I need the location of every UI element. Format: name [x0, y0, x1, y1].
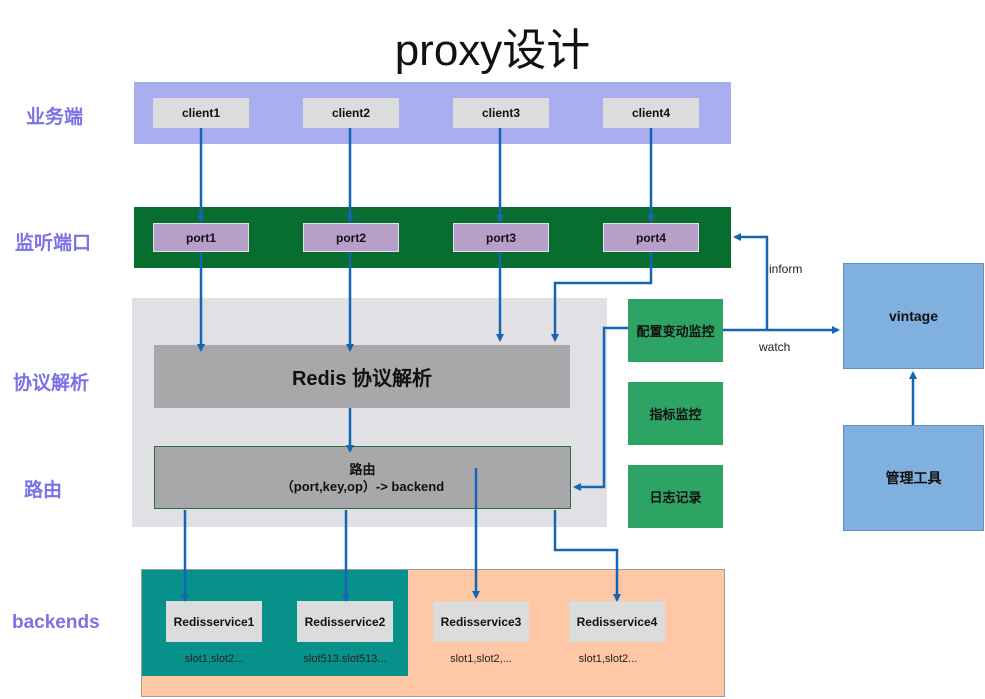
metrics-monitor[interactable]: 指标监控	[628, 382, 723, 445]
layer-label-routing: 路由	[24, 480, 63, 501]
client-node[interactable]: client1	[153, 98, 249, 128]
backend-service[interactable]: Redisservice1	[166, 601, 262, 642]
port-node[interactable]: port2	[303, 223, 399, 252]
vintage-node[interactable]: vintage	[843, 263, 984, 369]
admin-tool-node[interactable]: 管理工具	[843, 425, 984, 531]
layer-label-protocol-parsing: 协议解析	[13, 373, 90, 394]
client-node[interactable]: client2	[303, 98, 399, 128]
arrow-router-service4	[553, 510, 621, 602]
router-module[interactable]: 路由 （port,key,op）-> backend	[154, 446, 571, 509]
client-node[interactable]: client3	[453, 98, 549, 128]
watch-label: watch	[759, 340, 791, 354]
port-node[interactable]: port4	[603, 223, 699, 252]
config-change-monitor[interactable]: 配置变动监控	[628, 299, 723, 362]
inform-label: inform	[769, 262, 803, 276]
diagram-title: proxy设计	[394, 26, 591, 75]
redis-protocol-parser[interactable]: Redis 协议解析	[154, 345, 570, 408]
layer-label-backends: backends	[12, 612, 100, 633]
backend-slots: slot1,slot2...	[184, 653, 244, 665]
arrow-config-monitor-router	[573, 326, 628, 491]
log-recorder[interactable]: 日志记录	[628, 465, 723, 528]
backend-slots: slot513.slot513...	[303, 653, 387, 665]
arrow-port4-parser	[551, 253, 653, 342]
router-rule: （port,key,op）-> backend	[280, 478, 445, 494]
port-node[interactable]: port3	[453, 223, 549, 252]
backend-service[interactable]: Redisservice4	[569, 601, 665, 642]
backend-slots: slot1,slot2,...	[450, 653, 512, 665]
backend-slots: slot1,slot2...	[578, 653, 638, 665]
backend-service[interactable]: Redisservice2	[297, 601, 393, 642]
backend-service[interactable]: Redisservice3	[433, 601, 529, 642]
layer-label-business: 业务端	[26, 107, 84, 128]
arrow-inform-ports	[733, 233, 769, 330]
port-node[interactable]: port1	[153, 223, 249, 252]
router-title: 路由	[349, 461, 376, 477]
client-node[interactable]: client4	[603, 98, 699, 128]
layer-label-listen-ports: 监听端口	[15, 233, 92, 254]
